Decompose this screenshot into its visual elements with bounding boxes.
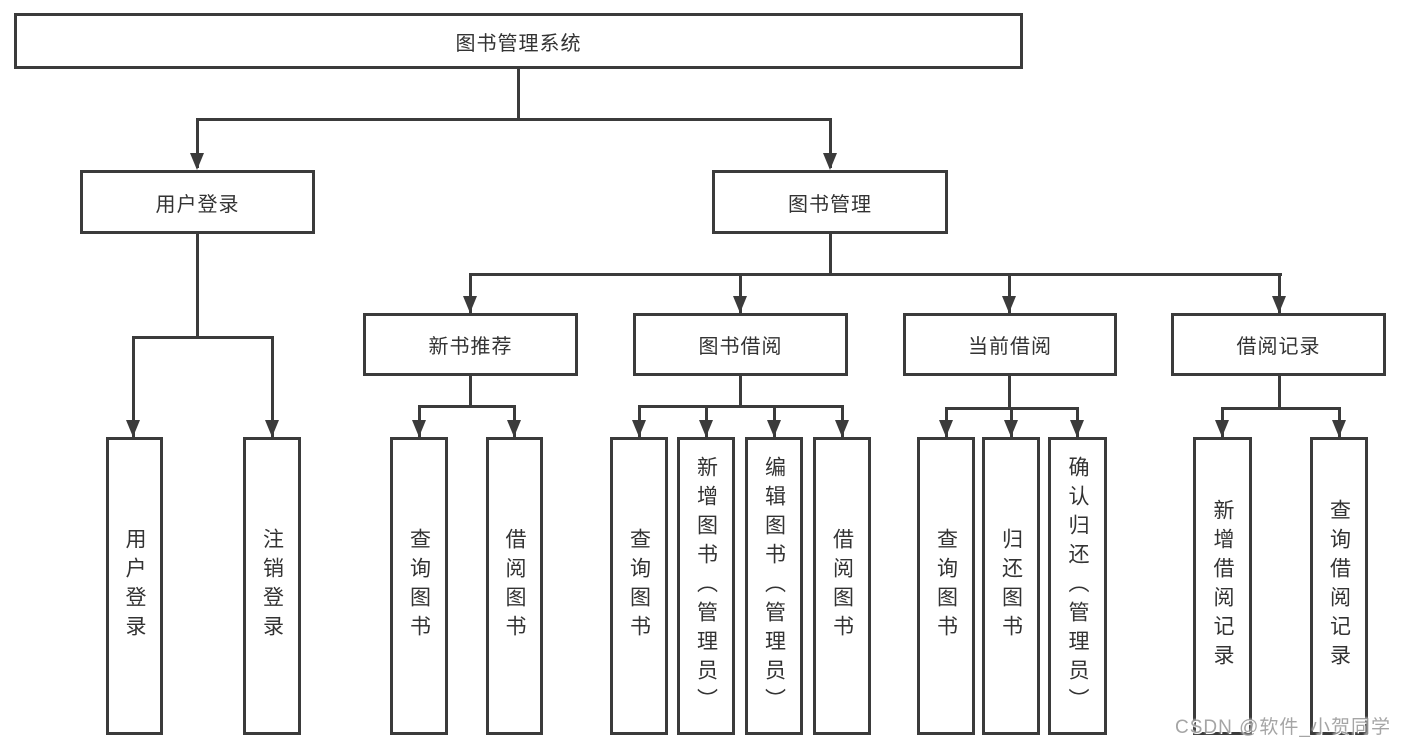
connector-line [1008, 273, 1011, 313]
connector-line [418, 405, 516, 408]
leaf-borrow-books-recommend: 借阅图书 [486, 437, 543, 735]
leaf-add-books-admin: 新增图书（管理员） [677, 437, 735, 735]
node-label: 借阅记录 [1236, 336, 1321, 358]
leaf-label: 新增借阅记录 [1211, 499, 1234, 673]
leaf-logout: 注销登录 [243, 437, 301, 735]
arrow-down-icon [699, 420, 713, 437]
leaf-label: 查询借阅记录 [1327, 499, 1351, 673]
arrow-down-icon [1004, 420, 1018, 437]
leaf-return-books: 归还图书 [982, 437, 1040, 735]
connector-line [196, 118, 199, 168]
arrow-down-icon [1215, 420, 1229, 437]
leaf-query-books-current: 查询图书 [917, 437, 975, 735]
connector-line [1008, 376, 1011, 407]
node-borrowing-records: 借阅记录 [1171, 313, 1386, 376]
leaf-label: 查询图书 [934, 528, 958, 644]
leaf-user-login: 用户登录 [106, 437, 163, 735]
node-current-borrowing: 当前借阅 [903, 313, 1117, 376]
connector-line [132, 336, 135, 437]
leaf-label: 查询图书 [407, 528, 431, 644]
connector-line [1221, 407, 1341, 410]
leaf-query-books-borrowing: 查询图书 [610, 437, 668, 735]
node-label: 当前借阅 [968, 336, 1052, 358]
connector-line [638, 405, 844, 408]
arrow-down-icon [1272, 296, 1286, 313]
connector-line [196, 118, 832, 121]
arrow-down-icon [1070, 420, 1084, 437]
leaf-confirm-return-admin: 确认归还（管理员） [1048, 437, 1107, 735]
arrow-down-icon [835, 420, 849, 437]
connector-line [517, 69, 520, 118]
connector-line [829, 234, 832, 273]
node-book-borrowing: 图书借阅 [633, 313, 848, 376]
arrow-down-icon [632, 420, 646, 437]
connector-line [1278, 273, 1281, 313]
node-new-book-recommendation: 新书推荐 [363, 313, 578, 376]
arrow-down-icon [507, 420, 521, 437]
node-book-management: 图书管理 [712, 170, 948, 234]
connector-line [271, 336, 274, 437]
connector-line [469, 273, 1282, 276]
leaf-label: 注销登录 [260, 528, 284, 644]
connector-line [1278, 376, 1281, 407]
node-label: 用户登录 [155, 193, 240, 216]
arrow-down-icon [463, 296, 477, 313]
arrow-down-icon [823, 153, 837, 170]
arrow-down-icon [190, 153, 204, 170]
node-label: 图书管理 [788, 193, 872, 216]
leaf-edit-books-admin: 编辑图书（管理员） [745, 437, 803, 735]
arrow-down-icon [265, 420, 279, 437]
arrow-down-icon [412, 420, 426, 437]
leaf-query-books-recommend: 查询图书 [390, 437, 448, 735]
leaf-label: 归还图书 [999, 528, 1023, 644]
node-label: 图书借阅 [698, 336, 783, 358]
node-library-management-system: 图书管理系统 [14, 13, 1023, 69]
connector-line [132, 336, 273, 339]
leaf-label: 确认归还（管理员） [1066, 455, 1089, 717]
leaf-label: 编辑图书（管理员） [762, 455, 786, 717]
watermark-text: CSDN @软件_小贺同学 [1175, 717, 1391, 738]
connector-line [739, 273, 742, 313]
leaf-label: 用户登录 [123, 528, 146, 644]
leaf-label: 查询图书 [627, 528, 651, 644]
leaf-query-borrow-record: 查询借阅记录 [1310, 437, 1368, 735]
arrow-down-icon [767, 420, 781, 437]
node-label: 新书推荐 [428, 336, 513, 358]
arrow-down-icon [733, 296, 747, 313]
connector-line [469, 376, 472, 405]
node-label: 图书管理系统 [455, 32, 582, 55]
arrow-down-icon [126, 420, 140, 437]
leaf-label: 借阅图书 [503, 528, 526, 644]
arrow-down-icon [1332, 420, 1346, 437]
leaf-label: 借阅图书 [830, 528, 854, 644]
connector-line [196, 234, 199, 336]
connector-line [739, 376, 742, 405]
connector-line [469, 273, 472, 313]
arrow-down-icon [1002, 296, 1016, 313]
arrow-down-icon [939, 420, 953, 437]
leaf-label: 新增图书（管理员） [694, 455, 718, 717]
node-user-login: 用户登录 [80, 170, 315, 234]
connector-line [829, 118, 832, 168]
leaf-add-borrow-record: 新增借阅记录 [1193, 437, 1252, 735]
leaf-borrow-books-borrowing: 借阅图书 [813, 437, 871, 735]
